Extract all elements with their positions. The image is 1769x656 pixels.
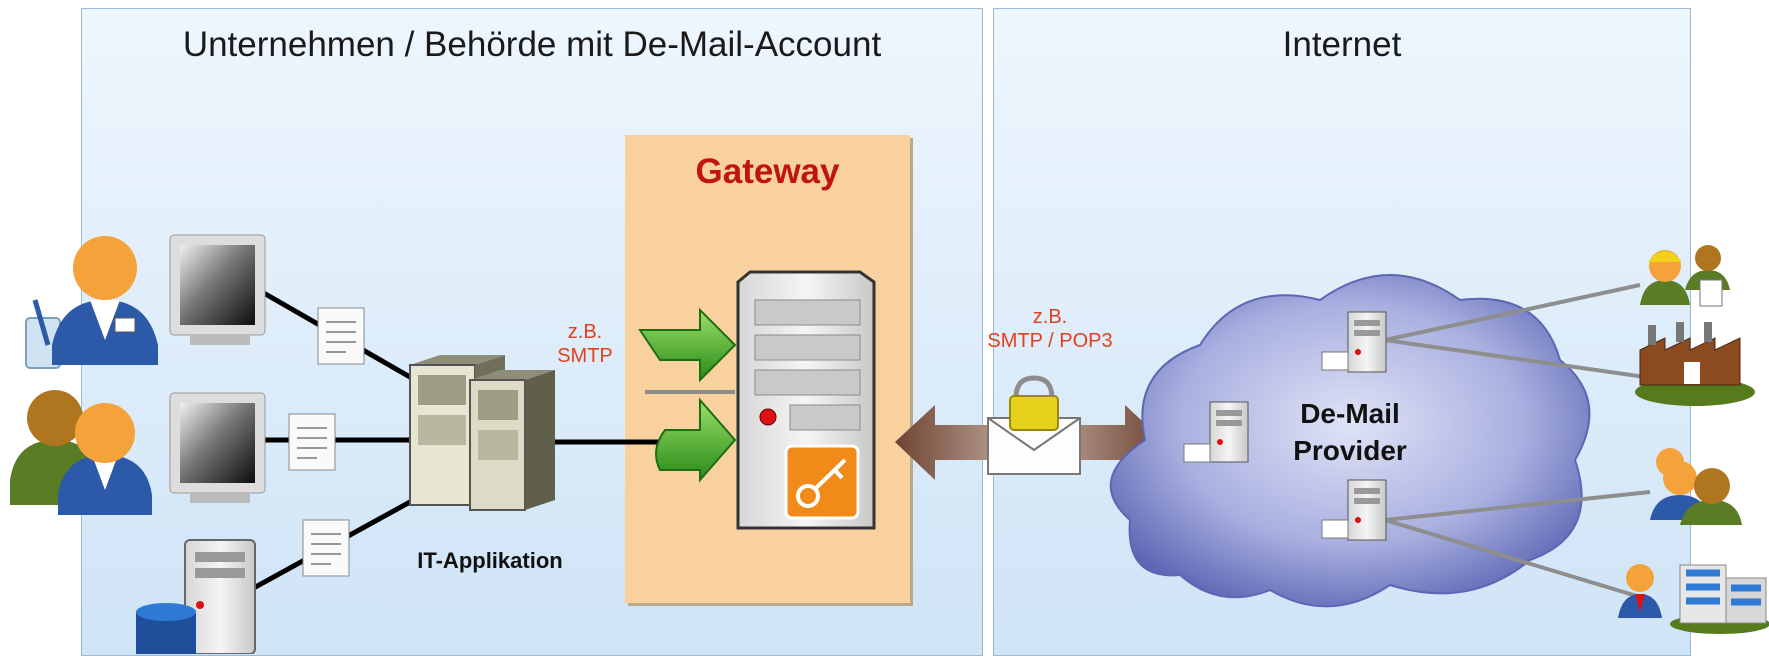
sync-arrows-icon [638, 307, 737, 483]
monitor-icon [169, 234, 266, 345]
company-zone-title: Unternehmen / Behörde mit De-Mail-Accoun… [182, 25, 882, 64]
protocol-label-right: z.B. SMTP / POP3 [987, 306, 1113, 352]
internet-zone-title: Internet [1282, 25, 1402, 64]
protocol-label-left: z.B. SMTP [557, 321, 613, 367]
provider-links [1384, 283, 1651, 599]
worker-icon [1640, 245, 1730, 307]
user-group-icon [10, 390, 152, 515]
document-icon [288, 413, 336, 471]
server-icon [1321, 479, 1387, 541]
document-icon [302, 519, 350, 577]
person-with-pen-icon [25, 236, 158, 369]
monitor-icon [169, 392, 266, 503]
document-icon [317, 307, 365, 365]
mainframe-icon [409, 355, 555, 511]
lock-envelope-icon [987, 375, 1081, 475]
gateway-title: Gateway [695, 152, 840, 191]
office-building-icon [1670, 564, 1769, 634]
businessman-icon [1618, 564, 1662, 618]
it-application-label: IT-Applikation [417, 548, 563, 573]
server-icon [1321, 311, 1387, 373]
key-icon [784, 444, 860, 520]
database-icon [136, 603, 196, 654]
server-icon [184, 539, 256, 654]
server-icon [1183, 401, 1249, 463]
user-group-icon [1650, 448, 1742, 525]
provider-label: De-Mail Provider [1293, 398, 1407, 466]
factory-icon [1635, 322, 1755, 406]
